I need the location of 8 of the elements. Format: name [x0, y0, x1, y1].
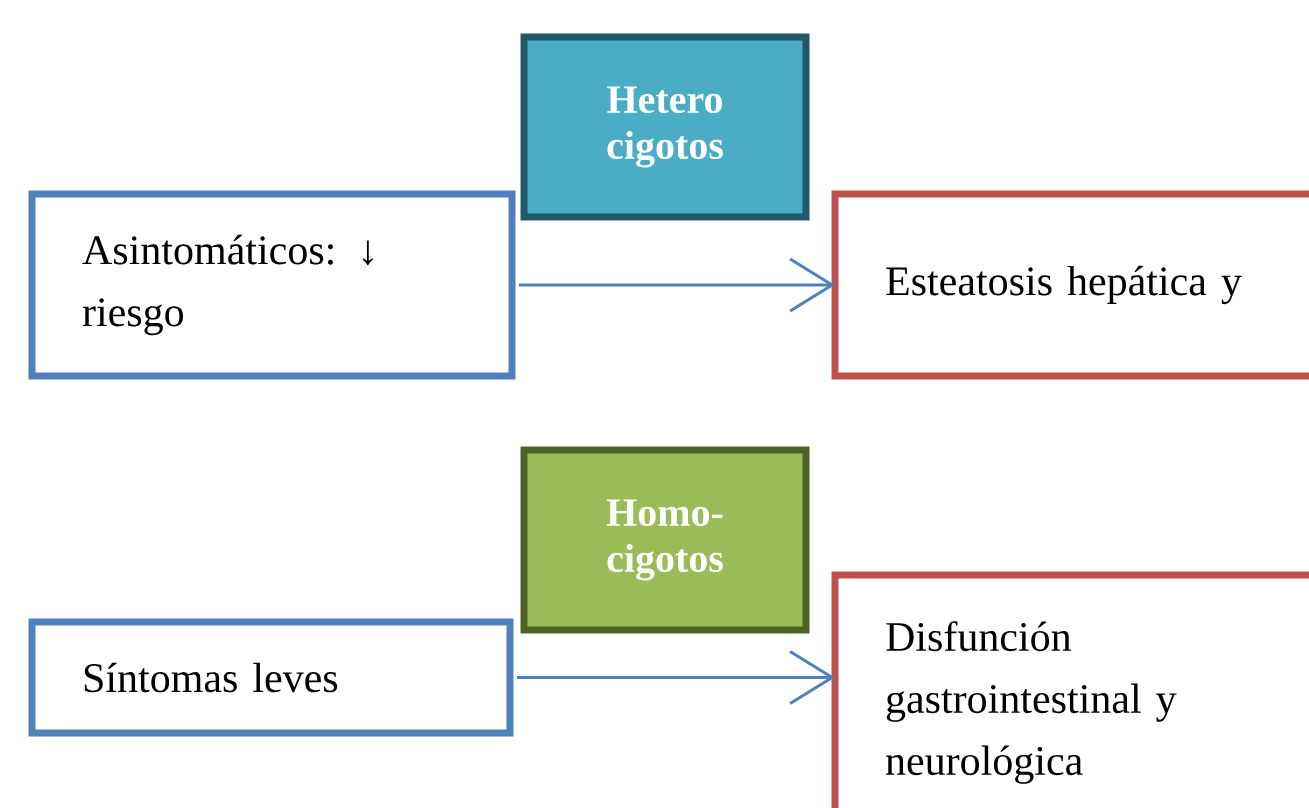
arrow [517, 650, 835, 705]
label-box: Hetero cigotos [520, 33, 810, 221]
text-box: Síntomas leves [28, 618, 514, 737]
text-box: Asintomáticos: ↓ riesgo [28, 190, 516, 380]
text-box: Esteatosis hepática y [831, 190, 1309, 380]
text-box: Disfunción gastrointestinal y neurológica [831, 571, 1309, 808]
arrow [519, 257, 835, 313]
label-box: Homo- cigotos [520, 446, 810, 634]
